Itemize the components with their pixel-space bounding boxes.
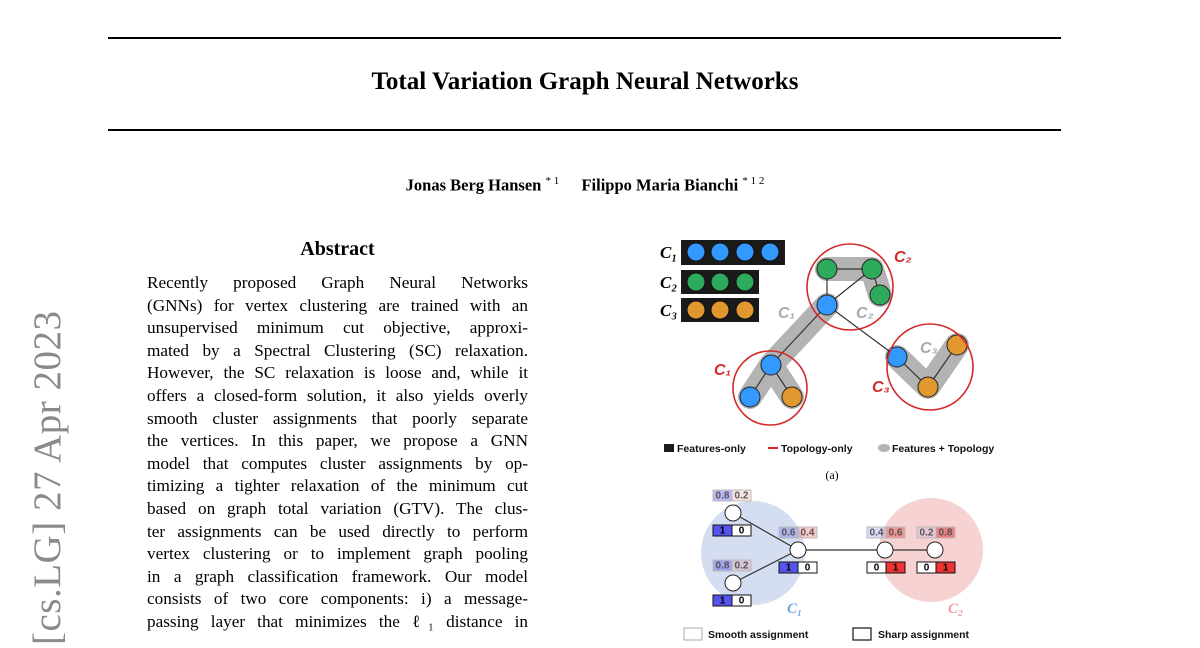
top-rule — [108, 37, 1061, 39]
abstract-heading: Abstract — [300, 238, 375, 260]
smooth-c2-value: 0.4 — [801, 528, 815, 539]
smooth-c2-cell — [797, 526, 818, 539]
sharp-c2-value: 0 — [739, 526, 745, 537]
sharp-c2-value: 0 — [739, 596, 745, 607]
smooth-c1-value: 0.4 — [870, 528, 884, 539]
author-name: Filippo Maria Bianchi — [581, 175, 739, 195]
abstract-line: model that computes cluster assignments … — [147, 453, 528, 473]
smooth-c2-value: 0.6 — [889, 528, 903, 539]
sharp-c1-value: 1 — [786, 563, 792, 574]
sharp-c2-cell — [797, 561, 818, 574]
smooth-c2-value: 0.8 — [939, 528, 953, 539]
abstract-line: Recently proposed Graph Neural Networks — [147, 273, 528, 292]
label-b-c2: C₂ — [948, 601, 963, 617]
smooth-c2-cell — [731, 489, 752, 502]
feature-label-c1: C₁ — [660, 243, 677, 262]
sharp-c2-cell — [935, 561, 956, 574]
ft-label-c1: C₁ — [778, 305, 795, 322]
legend-a: Features-only Topology-only Features + T… — [664, 443, 994, 455]
legend-features-topology: Features + Topology — [892, 443, 994, 455]
abstract-line: However, the SC relaxation is loose and,… — [147, 363, 528, 383]
legend-topology-only: Topology-only — [781, 443, 853, 455]
caption-a: (a) — [825, 468, 838, 482]
abstract-body: Recently proposed Graph Neural Networks … — [147, 272, 528, 634]
graph-b-nodes — [724, 504, 944, 592]
topo-label-c1: C₁ — [714, 362, 731, 379]
feature-label-c2: C₂ — [660, 273, 677, 292]
feature-label-c3: C₃ — [660, 301, 677, 320]
sharp-c2-cell — [885, 561, 906, 574]
smooth-c1-value: 0.6 — [782, 528, 796, 539]
abstract-line: based on graph total variation (GTV). Th… — [147, 498, 528, 518]
abstract-line: the vertices. In this paper, we propose … — [147, 431, 528, 451]
sharp-c2-value: 1 — [893, 563, 899, 574]
abstract-line: mated by a Spectral Clustering (SC) rela… — [147, 340, 528, 360]
arxiv-stamp: [cs.LG] 27 Apr 2023 — [26, 310, 69, 645]
sharp-c1-value: 1 — [720, 526, 726, 537]
smooth-c2-cell — [731, 559, 752, 572]
ft-label-c2: C₂ — [856, 305, 874, 322]
cluster-region-c1 — [701, 501, 805, 605]
abstract-line: passing layer that minimizes the ℓ₁ dist… — [147, 611, 528, 631]
smooth-c2-value: 0.2 — [735, 561, 749, 572]
topology-clusters — [732, 243, 974, 426]
paper-title: Total Variation Graph Neural Networks — [371, 68, 799, 95]
assignment-boxes: 0.8 0.2 1 0 0.8 0.2 1 0 0.6 0.4 1 0 0.4 0.6 0 1 0.2 0.8 0 1 — [712, 489, 956, 607]
label-b-c1: C₁ — [787, 601, 802, 617]
abstract-line: smooth cluster assignments that poorly s… — [147, 408, 528, 428]
legend-smooth: Smooth assignment — [708, 629, 809, 641]
abstract-line: ter assignments can be used directly to … — [147, 521, 528, 541]
sharp-c1-value: 0 — [874, 563, 880, 574]
legend-b: Smooth assignment Sharp assignment — [683, 627, 970, 641]
smooth-c1-value: 0.8 — [716, 491, 730, 502]
legend-features-only: Features-only — [677, 443, 746, 455]
ft-label-c3: C₃ — [920, 340, 938, 357]
abstract-line: timizing a tighter relaxation of the min… — [147, 476, 528, 496]
abstract-line: vertex clustering or to implement graph … — [147, 544, 528, 564]
graph-nodes — [739, 258, 968, 408]
smooth-c1-value: 0.8 — [716, 561, 730, 572]
abstract-line: consists of two core components: i) a me… — [147, 589, 528, 609]
sharp-c1-value: 1 — [720, 596, 726, 607]
sharp-c2-value: 0 — [805, 563, 811, 574]
author-name: Jonas Berg Hansen — [405, 175, 542, 195]
smooth-c2-cell — [885, 526, 906, 539]
abstract-line: offers a closed-form solution, it also y… — [147, 385, 528, 405]
smooth-c2-value: 0.2 — [735, 491, 749, 502]
author-affiliation: * 1 2 — [742, 175, 765, 187]
author-list: Jonas Berg Hansen * 1 Filippo Maria Bian… — [0, 175, 1170, 196]
topo-label-c2: C₂ — [894, 249, 912, 266]
smooth-c1-value: 0.2 — [920, 528, 934, 539]
sharp-c2-cell — [731, 524, 752, 537]
features-blocks: C₁ C₂ C₃ — [660, 240, 785, 322]
abstract-line: unsupervised minimum cut objective, appr… — [147, 318, 528, 338]
sharp-c2-cell — [731, 594, 752, 607]
sharp-c1-value: 0 — [924, 563, 930, 574]
abstract-line: (GNNs) for vertex clustering are trained… — [147, 295, 528, 315]
legend-sharp: Sharp assignment — [878, 629, 970, 641]
smooth-c2-cell — [935, 526, 956, 539]
abstract-line: in a graph classification framework. Our… — [147, 566, 528, 586]
sharp-c2-value: 1 — [943, 563, 949, 574]
topo-label-c3: C₃ — [872, 379, 890, 396]
graph-b-edges — [732, 512, 935, 584]
figure-1: C₁ C₂ C₃ C₁ C₂ C₃ C₂ C₁ C₃ Features-only — [660, 240, 994, 641]
title-rule — [108, 129, 1061, 131]
author-affiliation: * 1 — [545, 175, 560, 187]
